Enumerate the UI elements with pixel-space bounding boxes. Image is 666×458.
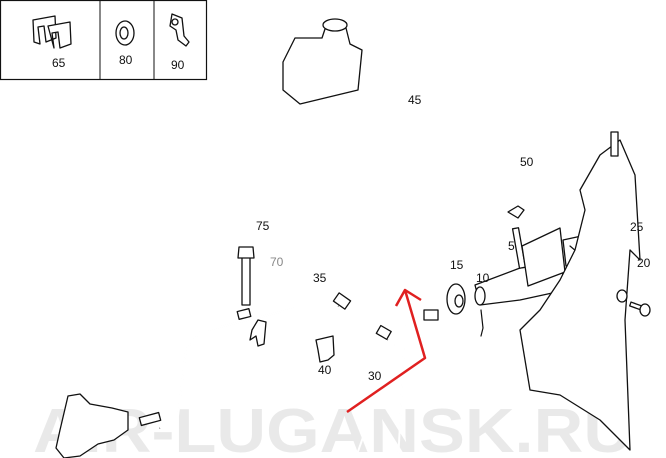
- inset-label-80: 80: [119, 53, 133, 67]
- line-holder: [249, 319, 267, 347]
- label-45: 45: [408, 93, 422, 107]
- label-10: 10: [476, 271, 490, 285]
- clutch-master-cylinder: [474, 227, 623, 306]
- fluid-line-30: [354, 309, 439, 458]
- seal: [446, 283, 466, 315]
- label-25: 25: [630, 220, 644, 234]
- label-75: 75: [256, 219, 270, 233]
- fluid-line-35: [138, 292, 352, 429]
- clutch-pedal-bracket: [519, 139, 641, 451]
- highlight-arrow: [346, 288, 427, 414]
- label-35: 35: [313, 271, 327, 285]
- bolt: [237, 246, 255, 306]
- slave-cylinder: [55, 393, 129, 458]
- retaining-pin: [480, 309, 484, 337]
- inset-parts-box: 65 80 90: [0, 0, 208, 81]
- pedal-stud: [610, 131, 619, 157]
- label-5: 5: [508, 239, 515, 253]
- fluid-reservoir: [282, 18, 363, 105]
- line-bracket: [315, 335, 335, 363]
- label-50: 50: [520, 155, 534, 169]
- inset-label-90: 90: [171, 58, 185, 72]
- label-40: 40: [318, 363, 332, 377]
- screw: [629, 301, 651, 317]
- clip-90-icon: [169, 13, 190, 47]
- label-30: 30: [368, 369, 382, 383]
- clip-65-icon: [32, 15, 72, 49]
- label-70: 70: [270, 255, 284, 269]
- grommet-80-icon: [115, 20, 135, 46]
- washer: [616, 289, 628, 303]
- watermark: AIR-LUGANSK.RU: [33, 397, 633, 458]
- inset-label-65: 65: [52, 56, 66, 70]
- hose-clamp: [507, 205, 525, 219]
- label-20: 20: [637, 256, 651, 270]
- label-15: 15: [450, 258, 464, 272]
